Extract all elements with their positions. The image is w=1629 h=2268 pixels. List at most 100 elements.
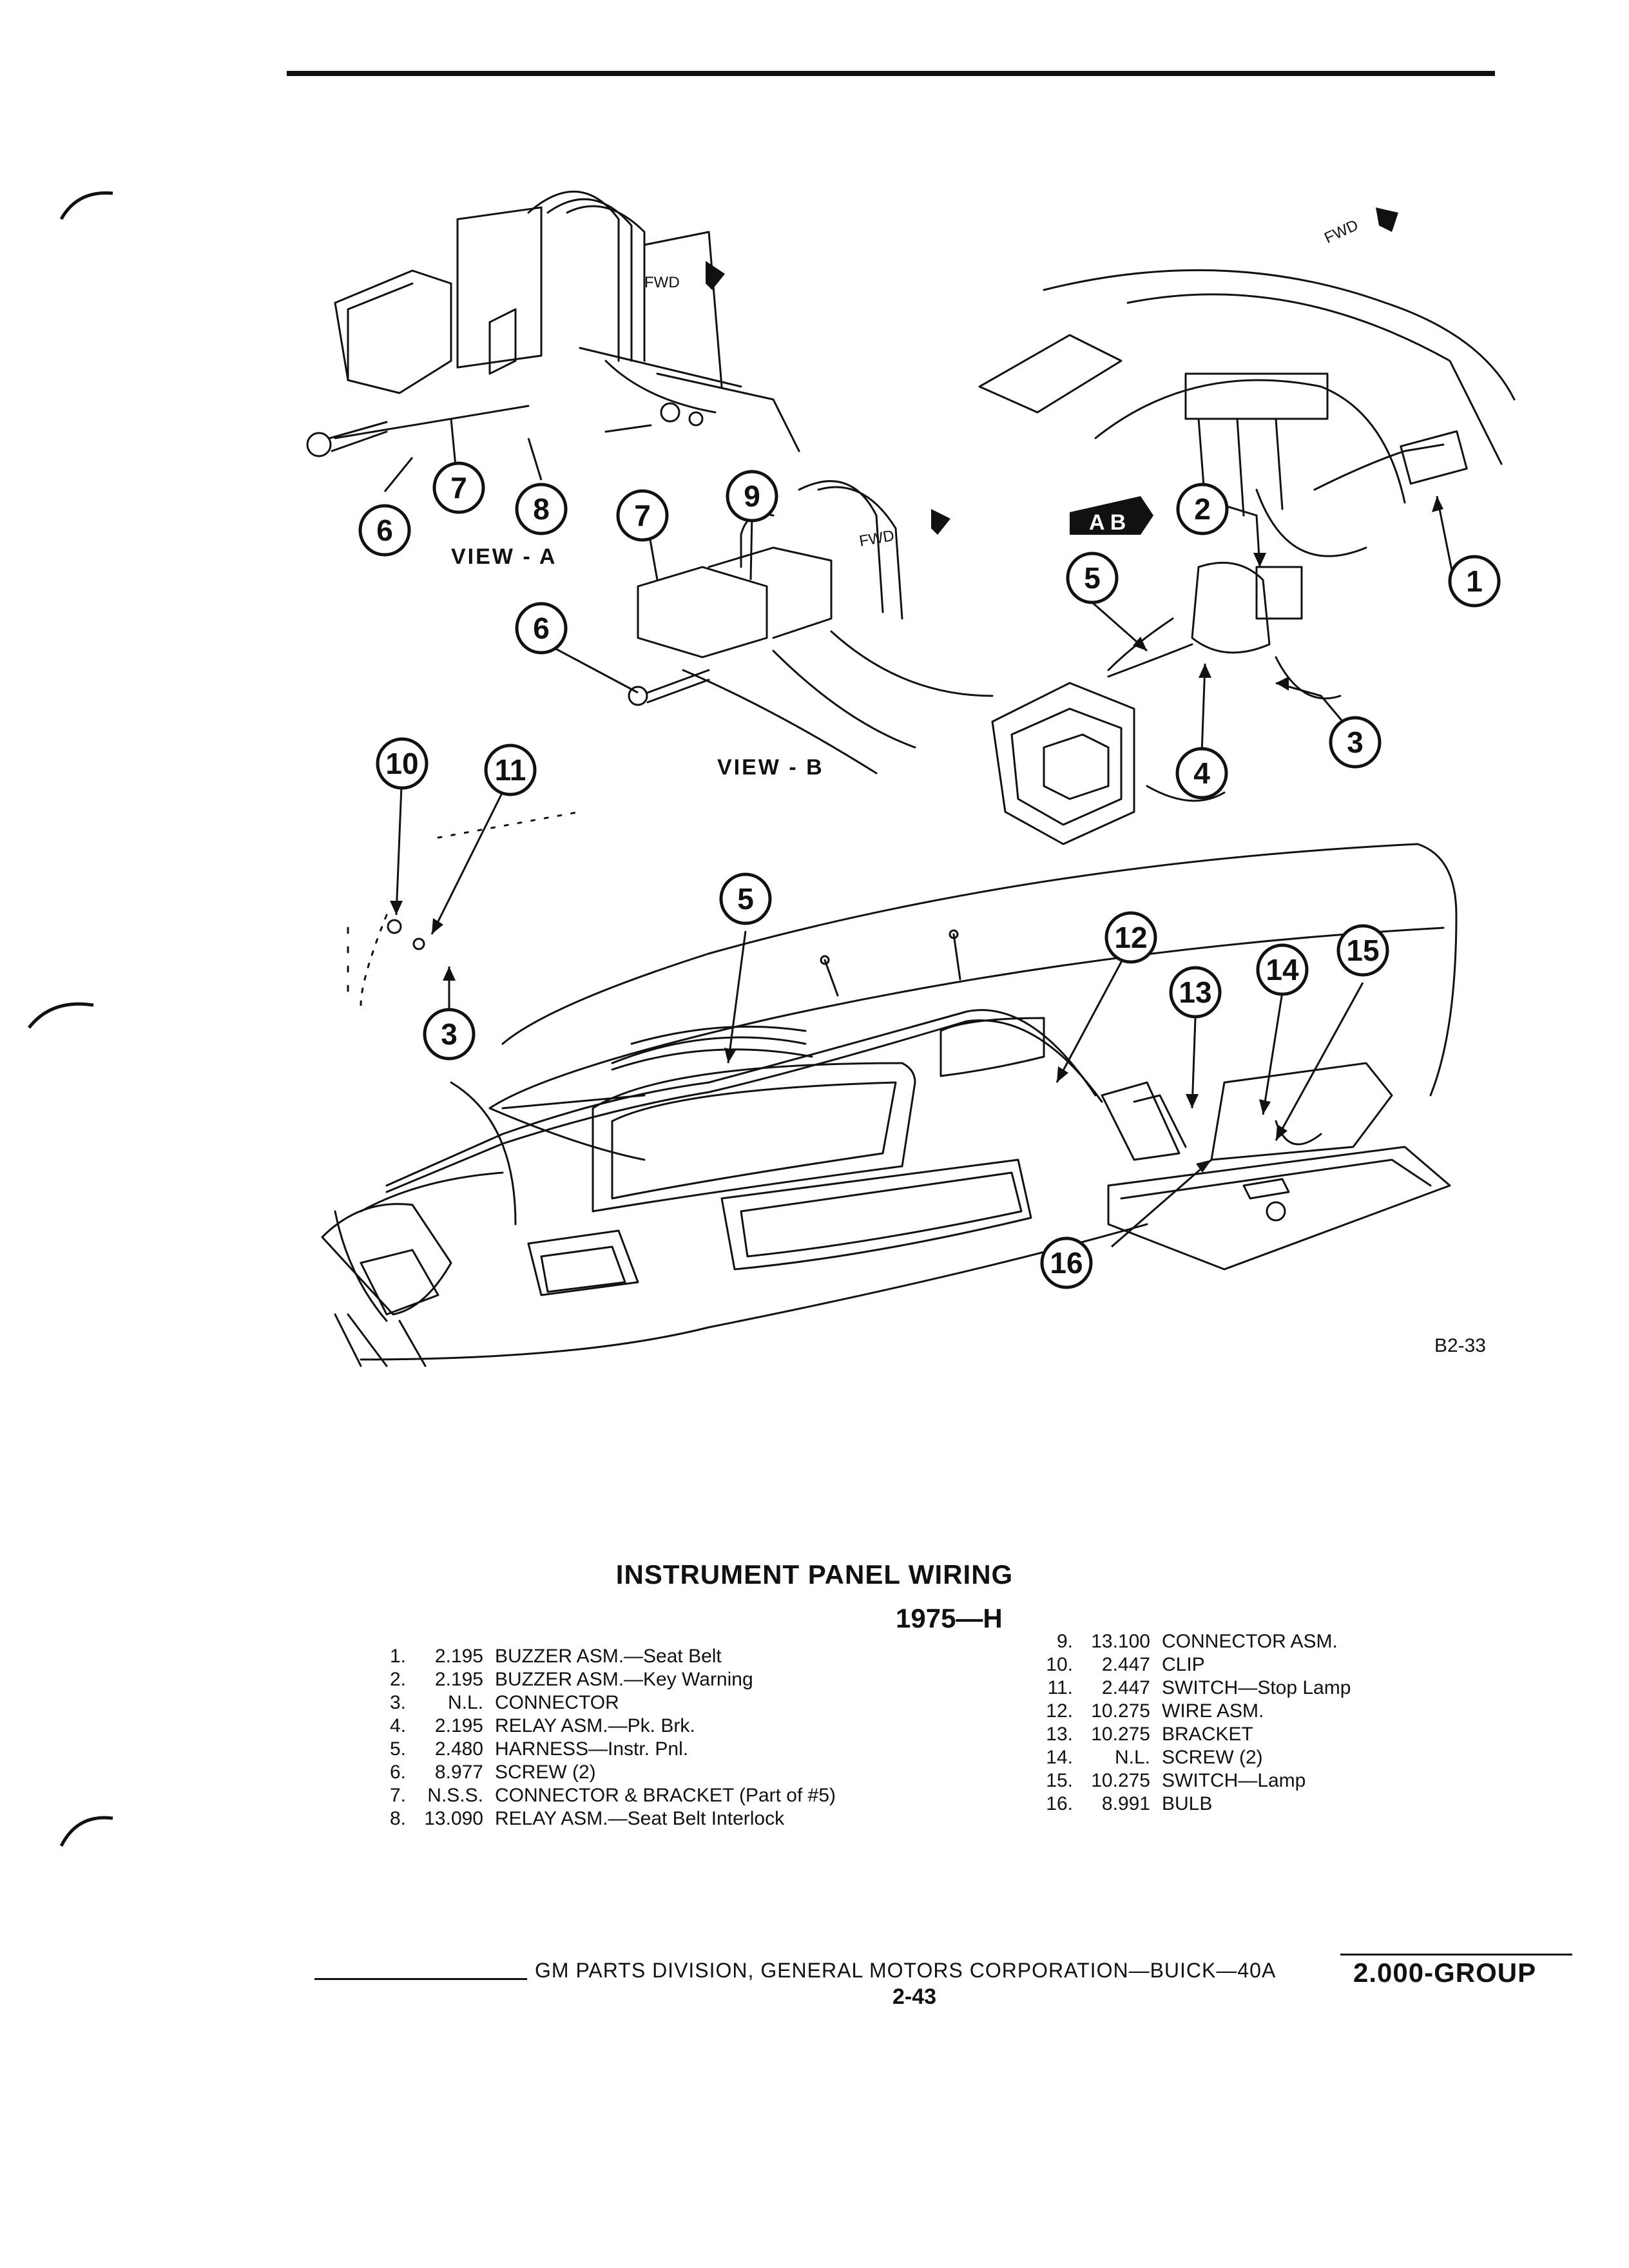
callout-14: 14 [1266,953,1299,986]
fwd-label: FWD [1322,216,1361,247]
under-dash-drawing [978,269,1516,845]
callout-5-panel: 5 [737,882,754,916]
callout-circle-1 [1448,555,1501,608]
callout-7-view-b: 7 [634,499,651,532]
figure-code: B2-33 [1434,1335,1486,1356]
footer-rule-right [1340,1954,1572,1956]
parts-row: 7. N.S.S. CONNECTOR & BRACKET (Part of #5) [367,1784,836,1807]
view-b-label: VIEW - B [717,755,824,780]
group-label: 2.000-GROUP [1353,1957,1537,1988]
callout-16: 16 [1050,1246,1083,1280]
part-number: 7. [389,1785,406,1806]
part-description: HARNESS—Instr. Pnl. [495,1738,689,1760]
wiring-illustration: FWD FWD FWD A B [306,191,1516,1367]
part-description: RELAY ASM.—Pk. Brk. [495,1715,695,1736]
part-code: 2.480 [434,1738,483,1760]
footer-publisher: GM PARTS DIVISION, GENERAL MOTORS CORPOR… [535,1959,1277,1982]
connector-tag-label: A B [1089,510,1126,535]
callout-circle-14 [1256,943,1309,996]
callout-9: 9 [744,479,760,513]
callout-circle-13 [1169,966,1222,1019]
callout-circle-3 [1329,716,1382,769]
part-number: 15. [1046,1770,1073,1791]
part-code: N.S.S. [427,1785,483,1806]
part-description: SWITCH—Stop Lamp [1162,1677,1351,1698]
leader-arrowheads [390,496,1443,1173]
parts-row: 11. 2.447 SWITCH—Stop Lamp [1034,1677,1351,1700]
callout-circle-9 [726,470,778,523]
part-code: 2.447 [1101,1677,1150,1698]
callout-circle-3b [423,1008,476,1061]
part-description: SCREW (2) [1162,1747,1263,1768]
callout-3-panel: 3 [441,1017,458,1051]
callout-3: 3 [1347,726,1364,759]
part-code: N.L. [1114,1747,1150,1768]
part-code: 13.090 [424,1808,483,1829]
callout-2: 2 [1194,492,1211,526]
page-number: 2-43 [892,1984,937,2009]
connector-tag: A B [1070,496,1153,535]
callout-circle-16 [1040,1236,1093,1289]
callout-10: 10 [385,747,418,780]
callout-12: 12 [1114,921,1147,954]
part-code: 2.447 [1101,1654,1150,1675]
parts-row: 8. 13.090 RELAY ASM.—Seat Belt Interlock [367,1807,836,1831]
callout-circle-8 [515,483,568,535]
callout-circle-7b [616,489,669,542]
part-number: 5. [389,1738,406,1760]
part-code: 8.977 [434,1762,483,1783]
part-description: RELAY ASM.—Seat Belt Interlock [495,1808,785,1829]
callout-15: 15 [1346,934,1379,967]
page-subtitle: 1975—H [896,1603,1003,1633]
callout-circle-11 [484,744,537,796]
part-description: BRACKET [1162,1724,1253,1745]
part-number: 8. [389,1808,406,1829]
part-code: 2.195 [434,1669,483,1690]
fwd-marker-upper-right: FWD [1322,207,1398,247]
part-description: SWITCH—Lamp [1162,1770,1306,1791]
part-number: 11. [1047,1677,1073,1698]
part-number: 9. [1056,1631,1073,1652]
callout-circle-15 [1336,924,1389,977]
callout-circle-5 [1066,552,1119,604]
callout-7: 7 [450,471,467,505]
fwd-label: FWD [858,527,896,550]
part-description: BUZZER ASM.—Key Warning [495,1669,753,1690]
footer-rule-left [314,1978,527,1980]
callout-circle-10 [376,737,429,790]
part-description: CONNECTOR ASM. [1162,1631,1338,1652]
callout-circle-5b [719,872,772,925]
part-number: 2. [389,1669,406,1690]
part-description: SCREW (2) [495,1762,596,1783]
part-code: 10.275 [1091,1700,1150,1722]
parts-row: 5. 2.480 HARNESS—Instr. Pnl. [367,1738,836,1761]
part-number: 16. [1046,1793,1073,1814]
callout-circle-2 [1176,483,1229,535]
part-number: 3. [389,1692,406,1713]
fwd-label: FWD [644,274,680,291]
callout-6-view-b: 6 [533,611,550,645]
instrument-panel-drawing [321,811,1458,1367]
binder-mark [59,191,113,220]
part-description: BULB [1162,1793,1213,1814]
callout-4: 4 [1193,756,1210,790]
header-rule [287,71,1495,76]
binder-mark [28,1002,94,1029]
part-number: 14. [1046,1747,1073,1768]
callout-8: 8 [533,492,550,526]
view-a-drawing [306,191,800,457]
callout-13: 13 [1179,975,1211,1009]
part-number: 1. [389,1646,406,1667]
binder-mark [59,1816,113,1847]
part-description: CONNECTOR & BRACKET (Part of #5) [495,1785,836,1806]
parts-row: 14. N.L. SCREW (2) [1034,1746,1351,1769]
